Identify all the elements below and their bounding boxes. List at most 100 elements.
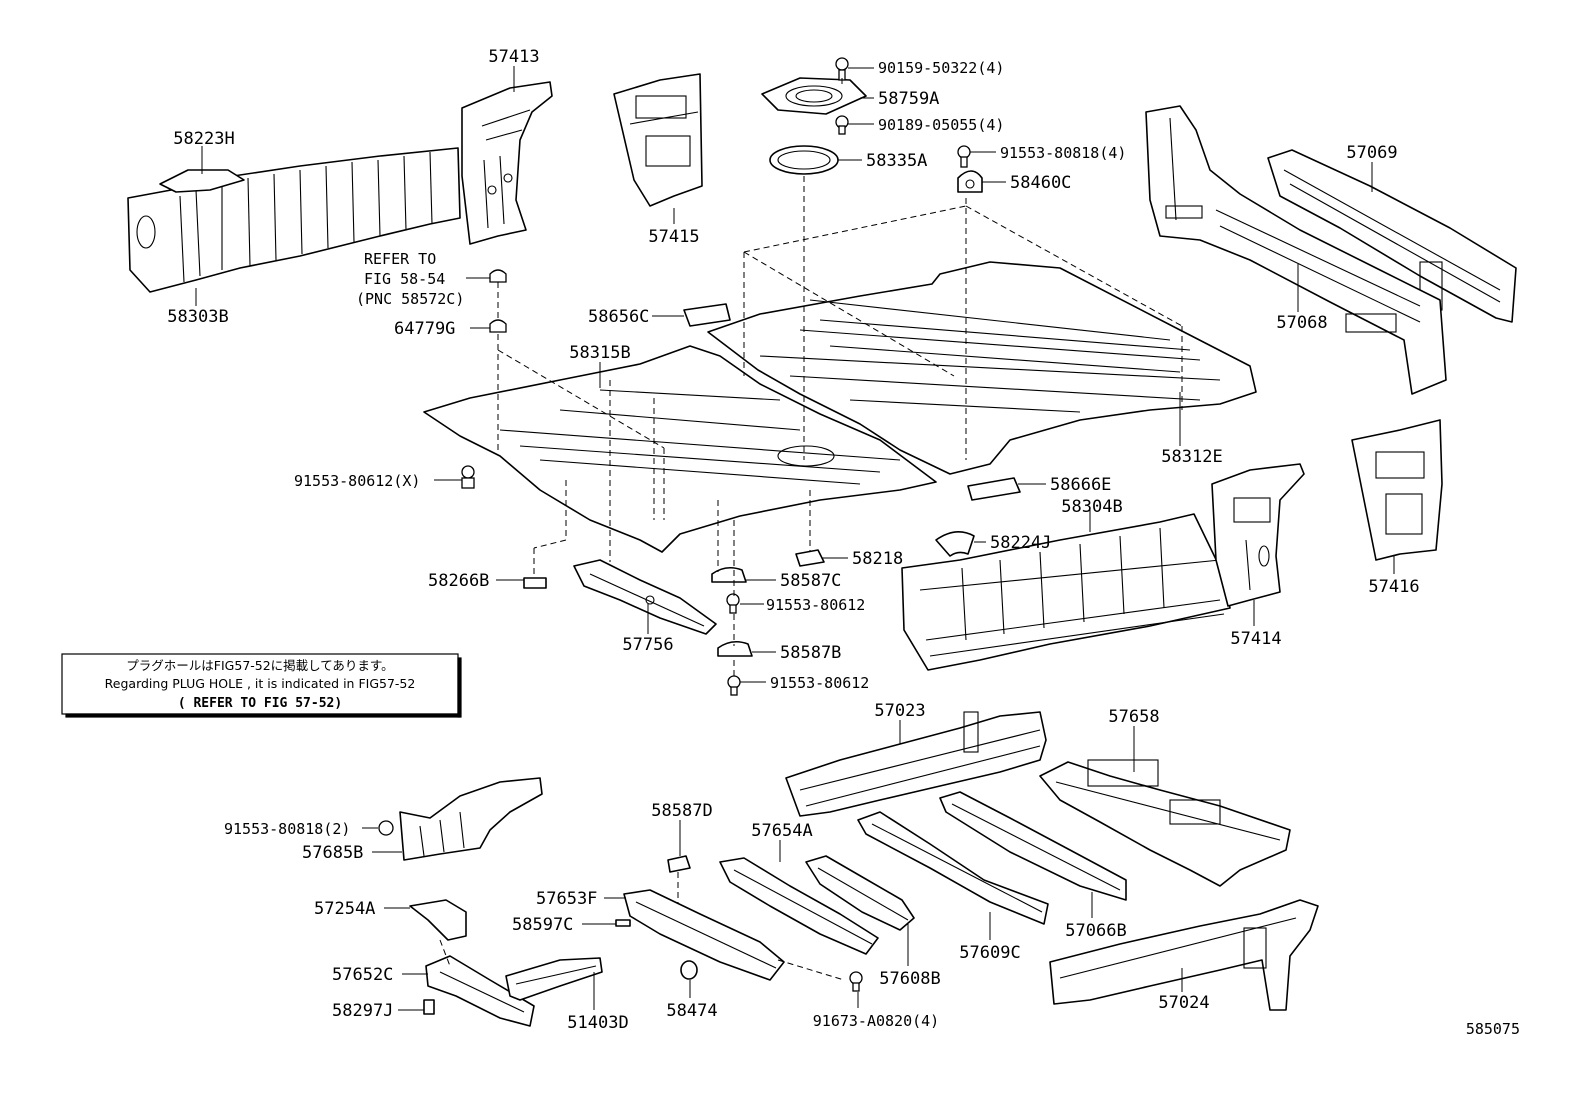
label-58666e: 58666E bbox=[1050, 475, 1111, 495]
bolt-91553-80818-2 bbox=[378, 820, 394, 836]
part-58460c bbox=[957, 170, 983, 193]
part-58315b bbox=[423, 345, 937, 553]
part-57756 bbox=[573, 559, 717, 635]
part-58335a bbox=[769, 145, 839, 175]
refer-line-2: FIG 58-54 bbox=[364, 270, 445, 288]
plug-64779g bbox=[489, 319, 507, 333]
part-57416 bbox=[1351, 419, 1443, 561]
label-58312e: 58312E bbox=[1161, 447, 1222, 467]
label-64779g: 64779G bbox=[394, 319, 455, 339]
bolt-91553-80612-x bbox=[461, 465, 475, 489]
part-58474 bbox=[680, 960, 698, 980]
note-english: Regarding PLUG HOLE , it is indicated in… bbox=[105, 676, 416, 691]
part-57608b bbox=[805, 855, 915, 931]
label-91553-80612-x: 91553-80612(X) bbox=[294, 472, 420, 490]
bolt-91553-80818-4 bbox=[957, 145, 971, 168]
part-57024 bbox=[1049, 899, 1319, 1011]
bolt-91553-80612-b bbox=[727, 675, 741, 696]
bolt-91553-80612-a bbox=[726, 593, 740, 614]
label-57024: 57024 bbox=[1158, 993, 1209, 1013]
label-57023: 57023 bbox=[874, 701, 925, 721]
label-57685b: 57685B bbox=[302, 843, 363, 863]
label-58759a: 58759A bbox=[878, 89, 939, 109]
label-58587c: 58587C bbox=[780, 571, 841, 591]
part-57654a bbox=[719, 857, 879, 955]
label-51403d: 51403D bbox=[567, 1013, 628, 1033]
part-58266b bbox=[523, 577, 547, 589]
part-57652c bbox=[425, 955, 535, 1027]
label-91553-80818-4: 91553-80818(4) bbox=[1000, 144, 1126, 162]
plug-58572c bbox=[489, 269, 507, 283]
part-58297j bbox=[423, 999, 435, 1015]
part-58587d bbox=[667, 855, 691, 873]
label-90189-05055: 90189-05055(4) bbox=[878, 116, 1004, 134]
part-58312e bbox=[707, 261, 1257, 475]
part-57658 bbox=[1039, 759, 1291, 887]
label-57415: 57415 bbox=[648, 227, 699, 247]
label-57608b: 57608B bbox=[879, 969, 940, 989]
part-57685b bbox=[399, 777, 543, 861]
part-58759a bbox=[761, 77, 867, 115]
label-58223h: 58223H bbox=[173, 129, 234, 149]
part-57415 bbox=[613, 73, 703, 207]
label-57653f: 57653F bbox=[536, 889, 597, 909]
label-58224j: 58224J bbox=[990, 533, 1051, 553]
label-58304b: 58304B bbox=[1061, 497, 1122, 517]
label-57654a: 57654A bbox=[751, 821, 812, 841]
part-58587b bbox=[717, 640, 753, 657]
label-91553-80612-a: 91553-80612 bbox=[766, 596, 865, 614]
part-58656c bbox=[683, 303, 731, 327]
label-57254a: 57254A bbox=[314, 899, 375, 919]
part-57414 bbox=[1211, 463, 1305, 607]
part-58224j bbox=[935, 531, 975, 557]
bolt-90159-50322 bbox=[835, 57, 849, 81]
label-57658: 57658 bbox=[1108, 707, 1159, 727]
label-90159-50322: 90159-50322(4) bbox=[878, 59, 1004, 77]
label-58460c: 58460C bbox=[1010, 173, 1071, 193]
label-57066b: 57066B bbox=[1065, 921, 1126, 941]
label-58266b: 58266B bbox=[428, 571, 489, 591]
part-58587c bbox=[711, 566, 747, 583]
bolt-91673-a0820 bbox=[849, 971, 863, 992]
part-57609c bbox=[857, 811, 1049, 925]
label-57756: 57756 bbox=[622, 635, 673, 655]
label-58656c: 58656C bbox=[588, 307, 649, 327]
label-57416: 57416 bbox=[1368, 577, 1419, 597]
label-58335a: 58335A bbox=[866, 151, 927, 171]
part-57069 bbox=[1267, 149, 1517, 323]
part-58597c bbox=[615, 919, 631, 927]
part-57066b bbox=[939, 791, 1127, 901]
part-57254a bbox=[409, 899, 467, 941]
part-58666e bbox=[967, 477, 1021, 501]
note-refer: ( REFER TO FIG 57-52) bbox=[178, 696, 342, 711]
part-57068 bbox=[1145, 105, 1447, 395]
leader-lines bbox=[195, 66, 1395, 1011]
part-58218 bbox=[795, 549, 825, 567]
part-51403d bbox=[505, 957, 603, 1001]
bolt-90189-05055 bbox=[835, 115, 849, 135]
label-58587d: 58587D bbox=[651, 801, 712, 821]
label-58297j: 58297J bbox=[332, 1001, 393, 1021]
assembly-lines bbox=[439, 78, 1183, 981]
label-58303b: 58303B bbox=[167, 307, 228, 327]
part-57653f bbox=[623, 889, 785, 981]
label-58474: 58474 bbox=[666, 1001, 717, 1021]
label-91553-80612-b: 91553-80612 bbox=[770, 674, 869, 692]
label-91553-80818-2: 91553-80818(2) bbox=[224, 820, 350, 838]
plug-hole-note: プラグホールはFIG57-52に掲載してあります。 Regarding PLUG… bbox=[61, 653, 462, 718]
label-58587b: 58587B bbox=[780, 643, 841, 663]
label-91673-a0820: 91673-A0820(4) bbox=[813, 1012, 939, 1030]
part-57023 bbox=[785, 711, 1047, 817]
label-58315b: 58315B bbox=[569, 343, 630, 363]
part-labels: 57413 58223H 58303B 57415 90159-50322(4)… bbox=[167, 47, 1520, 1038]
label-57414: 57414 bbox=[1230, 629, 1281, 649]
refer-line-3: (PNC 58572C) bbox=[356, 290, 464, 308]
note-japanese: プラグホールはFIG57-52に掲載してあります。 bbox=[126, 658, 393, 673]
label-58597c: 58597C bbox=[512, 915, 573, 935]
label-57609c: 57609C bbox=[959, 943, 1020, 963]
part-57413 bbox=[461, 81, 553, 245]
refer-line-1: REFER TO bbox=[364, 250, 436, 268]
label-57069: 57069 bbox=[1346, 143, 1397, 163]
